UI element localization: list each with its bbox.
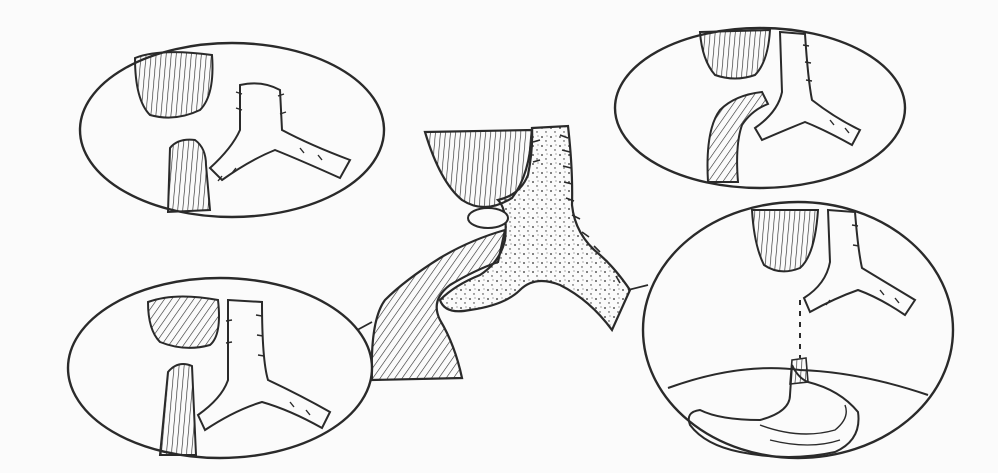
tl-lower-segment: [168, 140, 210, 212]
br-cardia-stub: [790, 358, 808, 384]
tl-upper-pouch: [135, 52, 213, 117]
panel-top-right: [615, 28, 905, 188]
panel-top-left: [80, 43, 384, 217]
center-figure: [372, 126, 630, 380]
panel-bottom-left: [68, 278, 372, 458]
panel-bottom-right: [643, 202, 953, 458]
bl-upper-pouch: [148, 296, 219, 347]
fistula-connection: [468, 208, 508, 228]
